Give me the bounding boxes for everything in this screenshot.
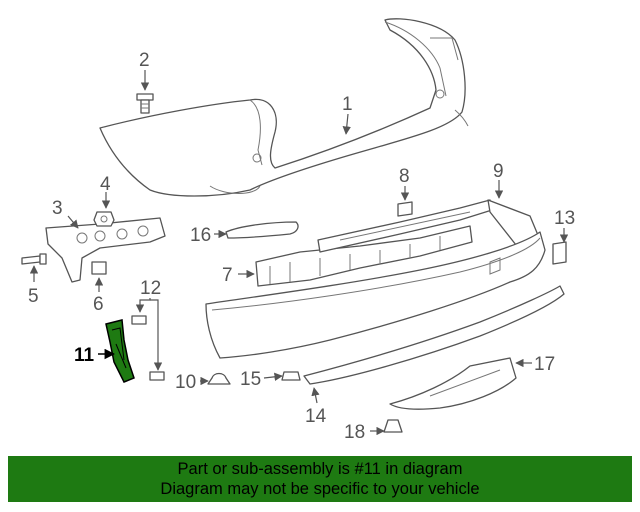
callout-labels: 1 2 3 4 5 6 7 8 9 10 11 12 13 14 15 16 1… bbox=[28, 50, 575, 443]
clip-part-12 bbox=[131, 315, 165, 381]
nut-part-4 bbox=[93, 211, 115, 227]
reflector-part-16 bbox=[225, 221, 299, 239]
banner-line-2: Diagram may not be specific to your vehi… bbox=[160, 480, 480, 498]
callout-5: 5 bbox=[28, 286, 39, 307]
pin-part-10 bbox=[207, 372, 231, 385]
callout-7: 7 bbox=[222, 265, 233, 286]
bumper-cover bbox=[205, 231, 546, 359]
impact-bar-part-9 bbox=[317, 199, 541, 253]
screw-part-5 bbox=[21, 253, 47, 265]
callout-13: 13 bbox=[554, 208, 575, 229]
tag-part-13 bbox=[552, 241, 567, 265]
skid-part-17 bbox=[389, 357, 517, 410]
retainer-part-15 bbox=[281, 371, 301, 381]
callout-6: 6 bbox=[93, 294, 104, 315]
clip-part-6 bbox=[91, 261, 107, 275]
plug-part-18 bbox=[383, 419, 403, 433]
clip-part-8 bbox=[397, 201, 413, 217]
callout-2: 2 bbox=[139, 50, 150, 71]
callout-4: 4 bbox=[100, 174, 111, 195]
bracket-part-3 bbox=[45, 217, 166, 283]
callout-1: 1 bbox=[342, 94, 353, 115]
callout-11: 11 bbox=[74, 345, 95, 366]
callout-15: 15 bbox=[240, 369, 261, 390]
leader-lines bbox=[29, 70, 569, 436]
callout-16: 16 bbox=[190, 225, 211, 246]
body-panel-part-1 bbox=[99, 18, 469, 197]
highlighted-bracket-part-11 bbox=[105, 319, 135, 383]
valance-part-14 bbox=[303, 285, 565, 385]
parts-diagram: 1 2 3 4 5 6 7 8 9 10 11 12 13 14 15 16 1… bbox=[21, 18, 575, 443]
callout-14: 14 bbox=[305, 406, 327, 427]
callout-3: 3 bbox=[52, 198, 63, 219]
info-banner: Part or sub-assembly is #11 in diagram D… bbox=[8, 456, 632, 502]
callout-10: 10 bbox=[175, 372, 196, 393]
callout-17: 17 bbox=[534, 354, 555, 375]
callout-9: 9 bbox=[493, 161, 504, 182]
callout-18: 18 bbox=[344, 422, 365, 443]
callout-8: 8 bbox=[399, 166, 410, 187]
callout-12: 12 bbox=[140, 278, 161, 299]
banner-line-1: Part or sub-assembly is #11 in diagram bbox=[177, 460, 463, 478]
bolt-part-2 bbox=[136, 93, 154, 114]
